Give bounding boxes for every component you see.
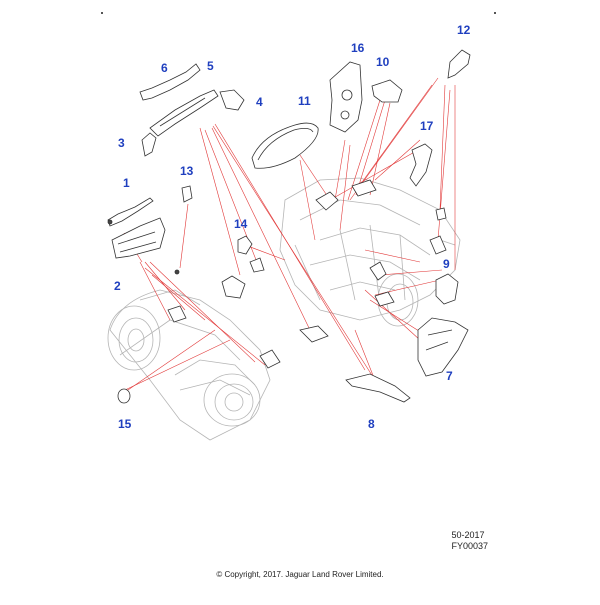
callout-10: 10 [376,55,390,69]
figure-reference: 50-2017 FY00037 [451,530,488,552]
callout-14: 14 [234,217,248,231]
part-9-drawing [435,273,459,305]
figure-id: FY00037 [451,541,488,551]
callout-12: 12 [457,23,471,37]
callout-1: 1 [123,176,130,190]
callout-15: 15 [118,417,132,431]
callout-16: 16 [351,41,365,55]
callout-3: 3 [118,136,125,150]
part-5-drawing [149,89,219,137]
part-13-drawing [181,185,193,203]
callout-7: 7 [446,369,453,383]
callout-9: 9 [443,257,450,271]
part-2-drawing [111,217,166,259]
part-14-drawing [237,235,253,255]
part-17-drawing [409,143,433,187]
part-drawings [107,49,471,404]
copyright-notice: © Copyright, 2017. Jaguar Land Rover Lim… [216,570,384,579]
part-3-drawing [141,132,157,157]
callout-11: 11 [298,94,311,108]
part-7-drawing [417,317,469,377]
callout-5: 5 [207,59,214,73]
part-6-drawing [139,63,201,101]
part-8-drawing [345,373,411,403]
part-1-drawing [107,197,154,227]
callout-17: 17 [420,119,434,133]
callout-4: 4 [256,95,263,109]
callout-13: 13 [180,164,194,178]
callout-2: 2 [114,279,121,293]
part-10-drawing [371,79,403,103]
part-12-drawing [447,49,471,79]
ref-code: 50-2017 [451,530,485,540]
callout-6: 6 [161,61,168,75]
vehicle-ghost-outline [107,177,461,441]
corner-mark-top-left [101,12,103,14]
callout-8: 8 [368,417,375,431]
part-15-drawing [117,388,131,404]
part-4-drawing [219,89,245,111]
corner-mark-top-right [494,12,496,14]
